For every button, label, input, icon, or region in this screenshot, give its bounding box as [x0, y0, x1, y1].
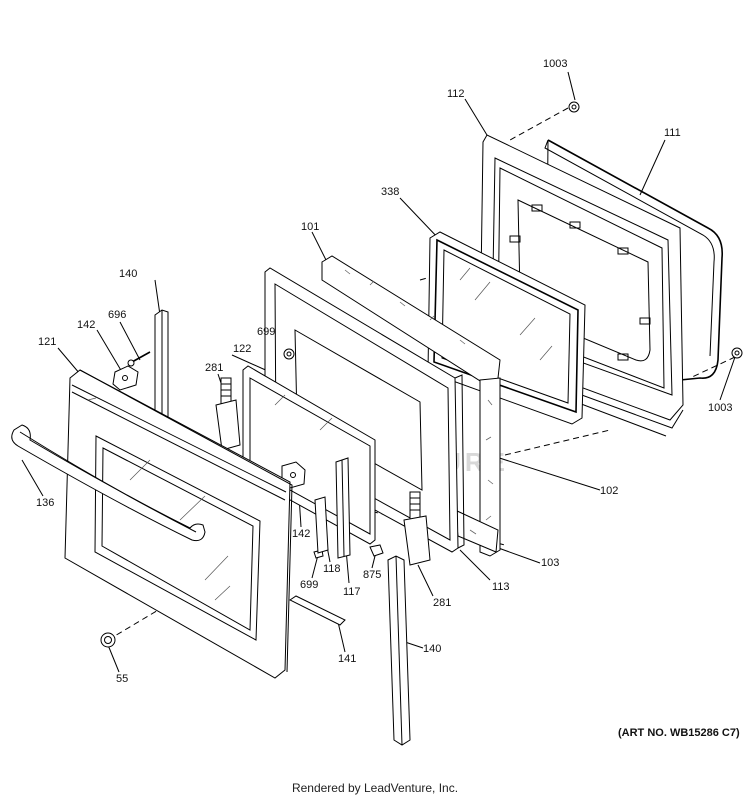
- part-281-hinge-right: [403, 491, 431, 566]
- callout-140-left: 140: [119, 268, 138, 280]
- callout-142-left: 142: [77, 319, 96, 331]
- part-140-left-strip: [154, 309, 169, 423]
- callout-338: 338: [381, 186, 400, 198]
- part-142-brackets: [112, 365, 306, 489]
- callout-122: 122: [233, 343, 252, 355]
- callout-1003-right: 1003: [708, 402, 733, 414]
- callout-141: 141: [338, 653, 357, 665]
- callout-113: 113: [492, 581, 510, 593]
- callout-121: 121: [38, 336, 57, 348]
- callout-281-left: 281: [205, 362, 224, 374]
- callout-118: 118: [323, 563, 341, 575]
- part-136-handle: [11, 424, 206, 542]
- callout-55: 55: [116, 673, 129, 685]
- callout-103: 103: [541, 557, 560, 569]
- callout-699-bottom: 699: [300, 579, 319, 591]
- callout-875: 875: [363, 569, 382, 581]
- callout-142-mid: 142: [292, 528, 311, 540]
- callout-117: 117: [343, 586, 361, 598]
- callout-102: 102: [600, 485, 619, 497]
- callout-699-top: 699: [257, 326, 276, 338]
- part-281-hinge-left: [215, 377, 241, 451]
- part-101-insulation: [321, 255, 501, 557]
- part-141-bottom-strip: [289, 595, 346, 626]
- callout-140-right: 140: [423, 643, 442, 655]
- part-118-channel: [314, 496, 329, 554]
- callout-696: 696: [108, 309, 127, 321]
- callout-111: 111: [664, 127, 681, 139]
- part-140-right-strip: [387, 555, 411, 746]
- part-55-foot: [100, 632, 116, 648]
- callout-101: 101: [301, 221, 320, 233]
- callout-136: 136: [36, 497, 55, 509]
- callout-1003-top: 1003: [543, 58, 568, 70]
- part-117-channel: [335, 457, 351, 559]
- part-696-screw: [127, 351, 151, 367]
- callout-281-right: 281: [433, 597, 452, 609]
- part-875-clip: [369, 544, 384, 557]
- callout-112: 112: [447, 88, 465, 100]
- render-credit: Rendered by LeadVenture, Inc.: [291, 781, 459, 795]
- art-number: (ART NO. WB15286 C7): [618, 727, 740, 739]
- part-1003-screws: [568, 101, 743, 359]
